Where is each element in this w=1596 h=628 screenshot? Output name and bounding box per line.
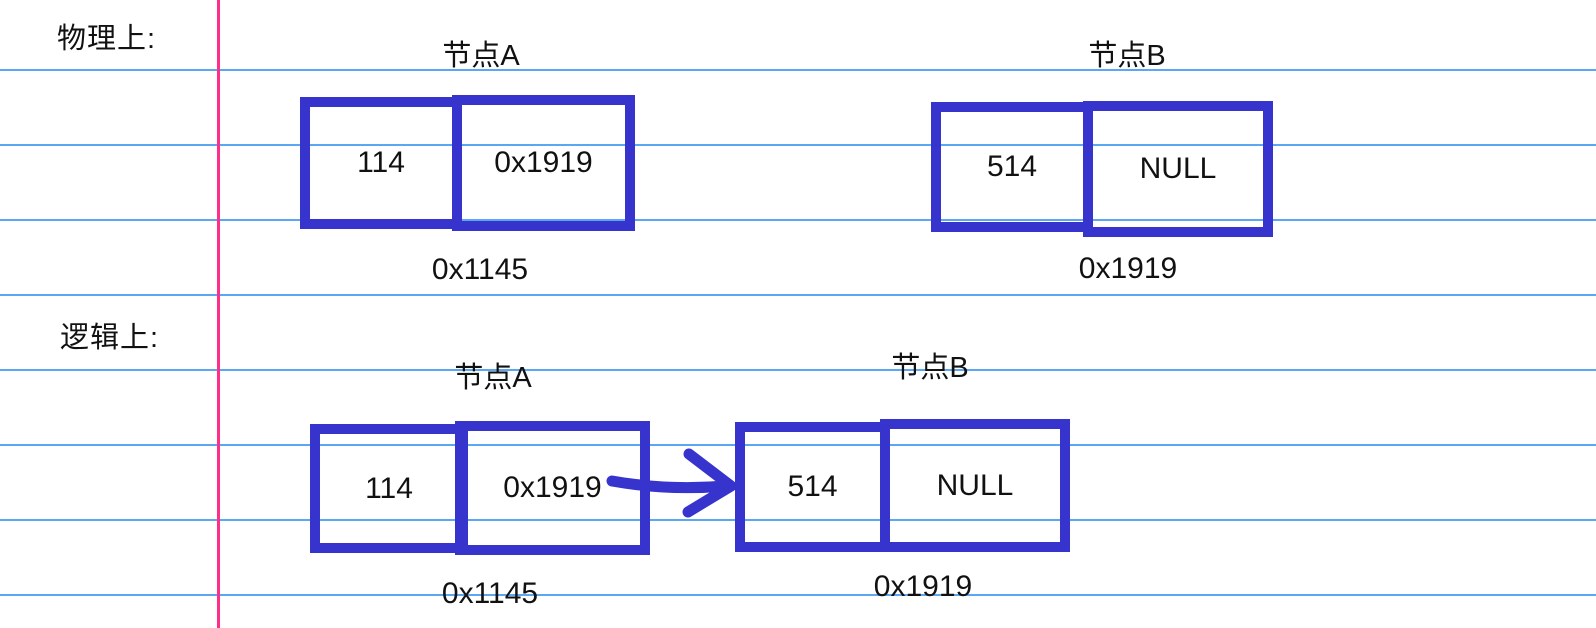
pointer-cell: NULL [880,419,1070,552]
node-address: 0x1145 [441,577,539,610]
section-label-logical: 逻辑上: [60,322,160,354]
ruled-line [0,219,1596,221]
ruled-line [0,444,1596,446]
node-address: 0x1145 [431,253,529,286]
node-address: 0x1919 [1078,252,1178,285]
data-cell: 114 [310,424,468,553]
data-cell: 114 [300,97,462,229]
ruled-line [0,594,1596,596]
pointer-cell: 0x1919 [452,95,635,231]
pointer-cell: NULL [1083,101,1273,237]
data-value: 114 [365,471,413,505]
pointer-value: NULL [936,468,1014,502]
node-title: 节点B [1088,40,1166,72]
ruled-line [0,294,1596,296]
node-title: 节点B [891,352,969,384]
data-value: 514 [787,470,838,503]
pointer-cell: 0x1919 [455,421,650,555]
data-cell: 514 [735,422,890,552]
node-address: 0x1919 [873,570,973,603]
data-value: 114 [357,146,405,179]
margin-line [217,0,220,628]
node-title: 节点A [442,40,520,72]
pointer-value: 0x1919 [494,146,593,179]
data-value: 514 [986,150,1038,183]
node-title: 节点A [454,362,532,394]
pointer-value: 0x1919 [503,471,602,504]
ruled-line [0,519,1596,521]
section-label-physical: 物理上: [57,23,157,55]
ruled-line [0,369,1596,371]
pointer-value: NULL [1139,152,1217,185]
ruled-line [0,144,1596,146]
data-cell: 514 [931,102,1093,232]
ruled-line [0,69,1596,71]
